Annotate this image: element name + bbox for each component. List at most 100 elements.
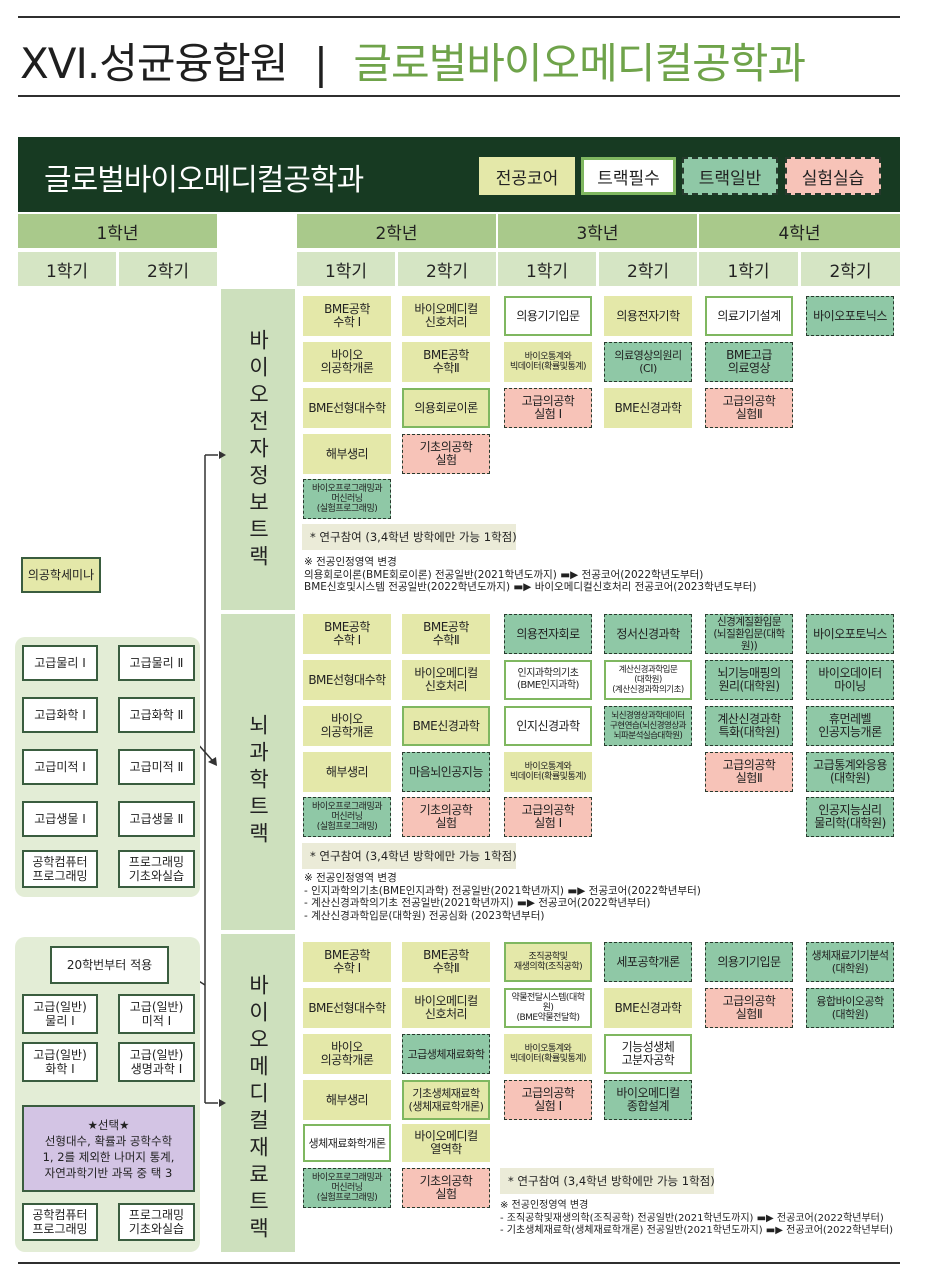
foundation-course: 프로그래밍 기초와실습 bbox=[118, 850, 195, 888]
course-box: 마음뇌인공지능 bbox=[402, 752, 490, 792]
course-box: 고급의공학 실험 Ⅰ bbox=[504, 388, 592, 428]
course-box: 기초의공학 실험 bbox=[402, 434, 490, 474]
course-box: 고급의공학 실험Ⅱ bbox=[705, 752, 793, 792]
course-box: BME고급 의료영상 bbox=[705, 342, 793, 382]
year-header-2: 2학년 bbox=[297, 214, 496, 248]
course-box: 고급통계와응용 (대학원) bbox=[806, 752, 894, 792]
course-box: 바이오데이터 마이닝 bbox=[806, 660, 894, 700]
foundation-course: 고급(일반) 물리 Ⅰ bbox=[22, 994, 98, 1034]
course-box: 바이오 의공학개론 bbox=[303, 1034, 391, 1074]
course-box: 고급의공학 실험Ⅱ bbox=[705, 388, 793, 428]
banner-title: 글로벌바이오메디컬공학과 bbox=[44, 163, 364, 198]
track-label: 바이오메디컬재료트랙 bbox=[246, 974, 270, 1244]
semester-header: 2학기 bbox=[801, 252, 900, 286]
course-box: 바이오포토닉스 bbox=[806, 614, 894, 654]
group2-header: 20학번부터 적용 bbox=[50, 946, 169, 984]
course-box: 의용전자회로 bbox=[504, 614, 592, 654]
research-note: * 연구참여 (3,4학년 방학에만 가능 1학점) bbox=[302, 843, 517, 869]
course-box: 세포공학개론 bbox=[604, 942, 692, 982]
top-rule bbox=[18, 16, 900, 18]
foundation-course: 공학컴퓨터 프로그래밍 bbox=[22, 1203, 98, 1241]
course-box: BME공학 수학Ⅱ bbox=[402, 942, 490, 982]
change-notes: ※ 전공인정영역 변경 - 인지과학의기초(BME인지과학) 전공일반(2021… bbox=[304, 872, 701, 922]
course-box: 바이오프로그래밍과 머신러닝 (실험프로그래밍) bbox=[303, 797, 391, 837]
course-box: BME신경과학 bbox=[402, 706, 490, 746]
foundation-course: 공학컴퓨터 프로그래밍 bbox=[22, 850, 98, 888]
year-header-3: 3학년 bbox=[498, 214, 697, 248]
course-box: 생체재료기기분석 (대학원) bbox=[806, 942, 894, 982]
course-box: 생체재료화학개론 bbox=[303, 1124, 391, 1162]
course-box: 바이오통계와 빅데이터(확률및통계) bbox=[504, 342, 592, 382]
track-label: 바이오전자정보트랙 bbox=[246, 329, 270, 572]
course-box: 신경계질환입문 (뇌질환입문(대학원)) bbox=[705, 614, 793, 654]
course-box: 바이오프로그래밍과 머신러닝 (실험프로그래밍) bbox=[303, 479, 391, 519]
course-box: 계산신경과학입문 (대학원) (계산신경과학의기초) bbox=[604, 660, 692, 700]
course-box: 고급생체재료화학 bbox=[402, 1034, 490, 1074]
course-box: 바이오통계와 빅데이터(확률및통계) bbox=[504, 1034, 592, 1074]
course-box: 계산신경과학 특화(대학원) bbox=[705, 706, 793, 746]
page-title-prefix: XVI.성균융합원 bbox=[20, 39, 288, 88]
change-notes: ※ 전공인정영역 변경 의용회로이론(BME회로이론) 전공일반(2021학년도… bbox=[304, 556, 757, 593]
course-box: 의료기기설계 bbox=[705, 296, 793, 336]
elective-select-box: ★선택★ 선형대수, 확률과 공학수학 1, 2를 제외한 나머지 통계, 자연… bbox=[22, 1105, 195, 1192]
semester-header: 1학기 bbox=[18, 252, 116, 286]
department-banner: 글로벌바이오메디컬공학과 전공코어 트랙필수 트랙일반 실험실습 bbox=[18, 137, 900, 212]
track-label: 뇌과학트랙 bbox=[246, 714, 270, 849]
foundation-course: 고급미적 Ⅰ bbox=[22, 749, 98, 785]
year-header-1: 1학년 bbox=[18, 214, 217, 248]
course-box: 기초의공학 실험 bbox=[402, 797, 490, 837]
course-box: 뇌기능매핑의 원리(대학원) bbox=[705, 660, 793, 700]
foundation-course: 고급생물 Ⅰ bbox=[22, 801, 98, 837]
page-title-separator: | bbox=[313, 39, 328, 88]
course-box: BME공학 수학Ⅱ bbox=[402, 342, 490, 382]
foundation-course: 고급물리 Ⅱ bbox=[118, 645, 195, 681]
course-box: 인지신경과학 bbox=[504, 706, 592, 746]
legend-general: 트랙일반 bbox=[682, 157, 778, 195]
course-box: 바이오포토닉스 bbox=[806, 296, 894, 336]
course-box: 뇌신경영상과학데이터 구현연습(뇌신경영상과 뇌파분석실습대학원) bbox=[604, 706, 692, 746]
course-box: BME선형대수학 bbox=[303, 388, 391, 428]
course-box: 바이오메디컬 열역학 bbox=[402, 1124, 490, 1162]
seminar-course: 의공학세미나 bbox=[21, 557, 101, 593]
course-box: 약물전달시스템(대학원) (BME약물전달학) bbox=[504, 988, 592, 1028]
change-notes: ※ 전공인정영역 변경 - 조직공학및재생의학(조직공학) 전공일반(2021학… bbox=[500, 1200, 893, 1236]
course-box: 고급의공학 실험 Ⅰ bbox=[504, 1080, 592, 1120]
course-box: 바이오메디컬 종합설계 bbox=[604, 1080, 692, 1120]
course-box: 기초생체재료학 (생체재료학개론) bbox=[402, 1080, 490, 1120]
course-box: BME신경과학 bbox=[604, 988, 692, 1028]
bottom-rule bbox=[18, 1262, 900, 1264]
course-box: 조직공학및 재생의학(조직공학) bbox=[504, 942, 592, 982]
foundation-course: 고급미적 Ⅱ bbox=[118, 749, 195, 785]
semester-header: 2학기 bbox=[119, 252, 217, 286]
course-box: 바이오프로그래밍과 머신러닝 (실험프로그래밍) bbox=[303, 1168, 391, 1208]
course-box: 기능성생체 고분자공학 bbox=[604, 1034, 692, 1074]
course-box: 바이오 의공학개론 bbox=[303, 342, 391, 382]
course-box: 의용기기입문 bbox=[504, 296, 592, 336]
title-rule bbox=[18, 95, 900, 97]
page-title-department: 글로벌바이오메디컬공학과 bbox=[353, 39, 806, 88]
track-bar-bioelectronics: 바이오전자정보트랙 bbox=[221, 289, 295, 610]
course-box: 고급의공학 실험 Ⅰ bbox=[504, 797, 592, 837]
semester-header: 2학기 bbox=[599, 252, 697, 286]
course-box: BME신경과학 bbox=[604, 388, 692, 428]
course-box: 해부생리 bbox=[303, 1080, 391, 1120]
course-box: 바이오통계와 빅데이터(확률및통계) bbox=[504, 752, 592, 792]
page-title: XVI.성균융합원 | 글로벌바이오메디컬공학과 bbox=[20, 30, 806, 91]
course-box: BME공학 수학Ⅱ bbox=[402, 614, 490, 654]
semester-header: 1학기 bbox=[498, 252, 596, 286]
year-header-4: 4학년 bbox=[699, 214, 900, 248]
foundation-course: 프로그래밍 기초와실습 bbox=[118, 1203, 195, 1241]
semester-header: 2학기 bbox=[398, 252, 496, 286]
foundation-course: 고급생물 Ⅱ bbox=[118, 801, 195, 837]
foundation-course: 고급(일반) 화학 Ⅰ bbox=[22, 1042, 98, 1082]
course-box: 인지과학의기초 (BME인지과학) bbox=[504, 660, 592, 700]
course-box: BME선형대수학 bbox=[303, 660, 391, 700]
course-box: 바이오 의공학개론 bbox=[303, 706, 391, 746]
legend-core: 전공코어 bbox=[479, 157, 575, 195]
course-box: 의용기기입문 bbox=[705, 942, 793, 982]
course-box: BME선형대수학 bbox=[303, 988, 391, 1028]
foundation-course: 고급물리 Ⅰ bbox=[22, 645, 98, 681]
course-box: 의용전자기학 bbox=[604, 296, 692, 336]
semester-header: 1학기 bbox=[699, 252, 798, 286]
foundation-course: 고급(일반) 미적 Ⅰ bbox=[118, 994, 195, 1034]
